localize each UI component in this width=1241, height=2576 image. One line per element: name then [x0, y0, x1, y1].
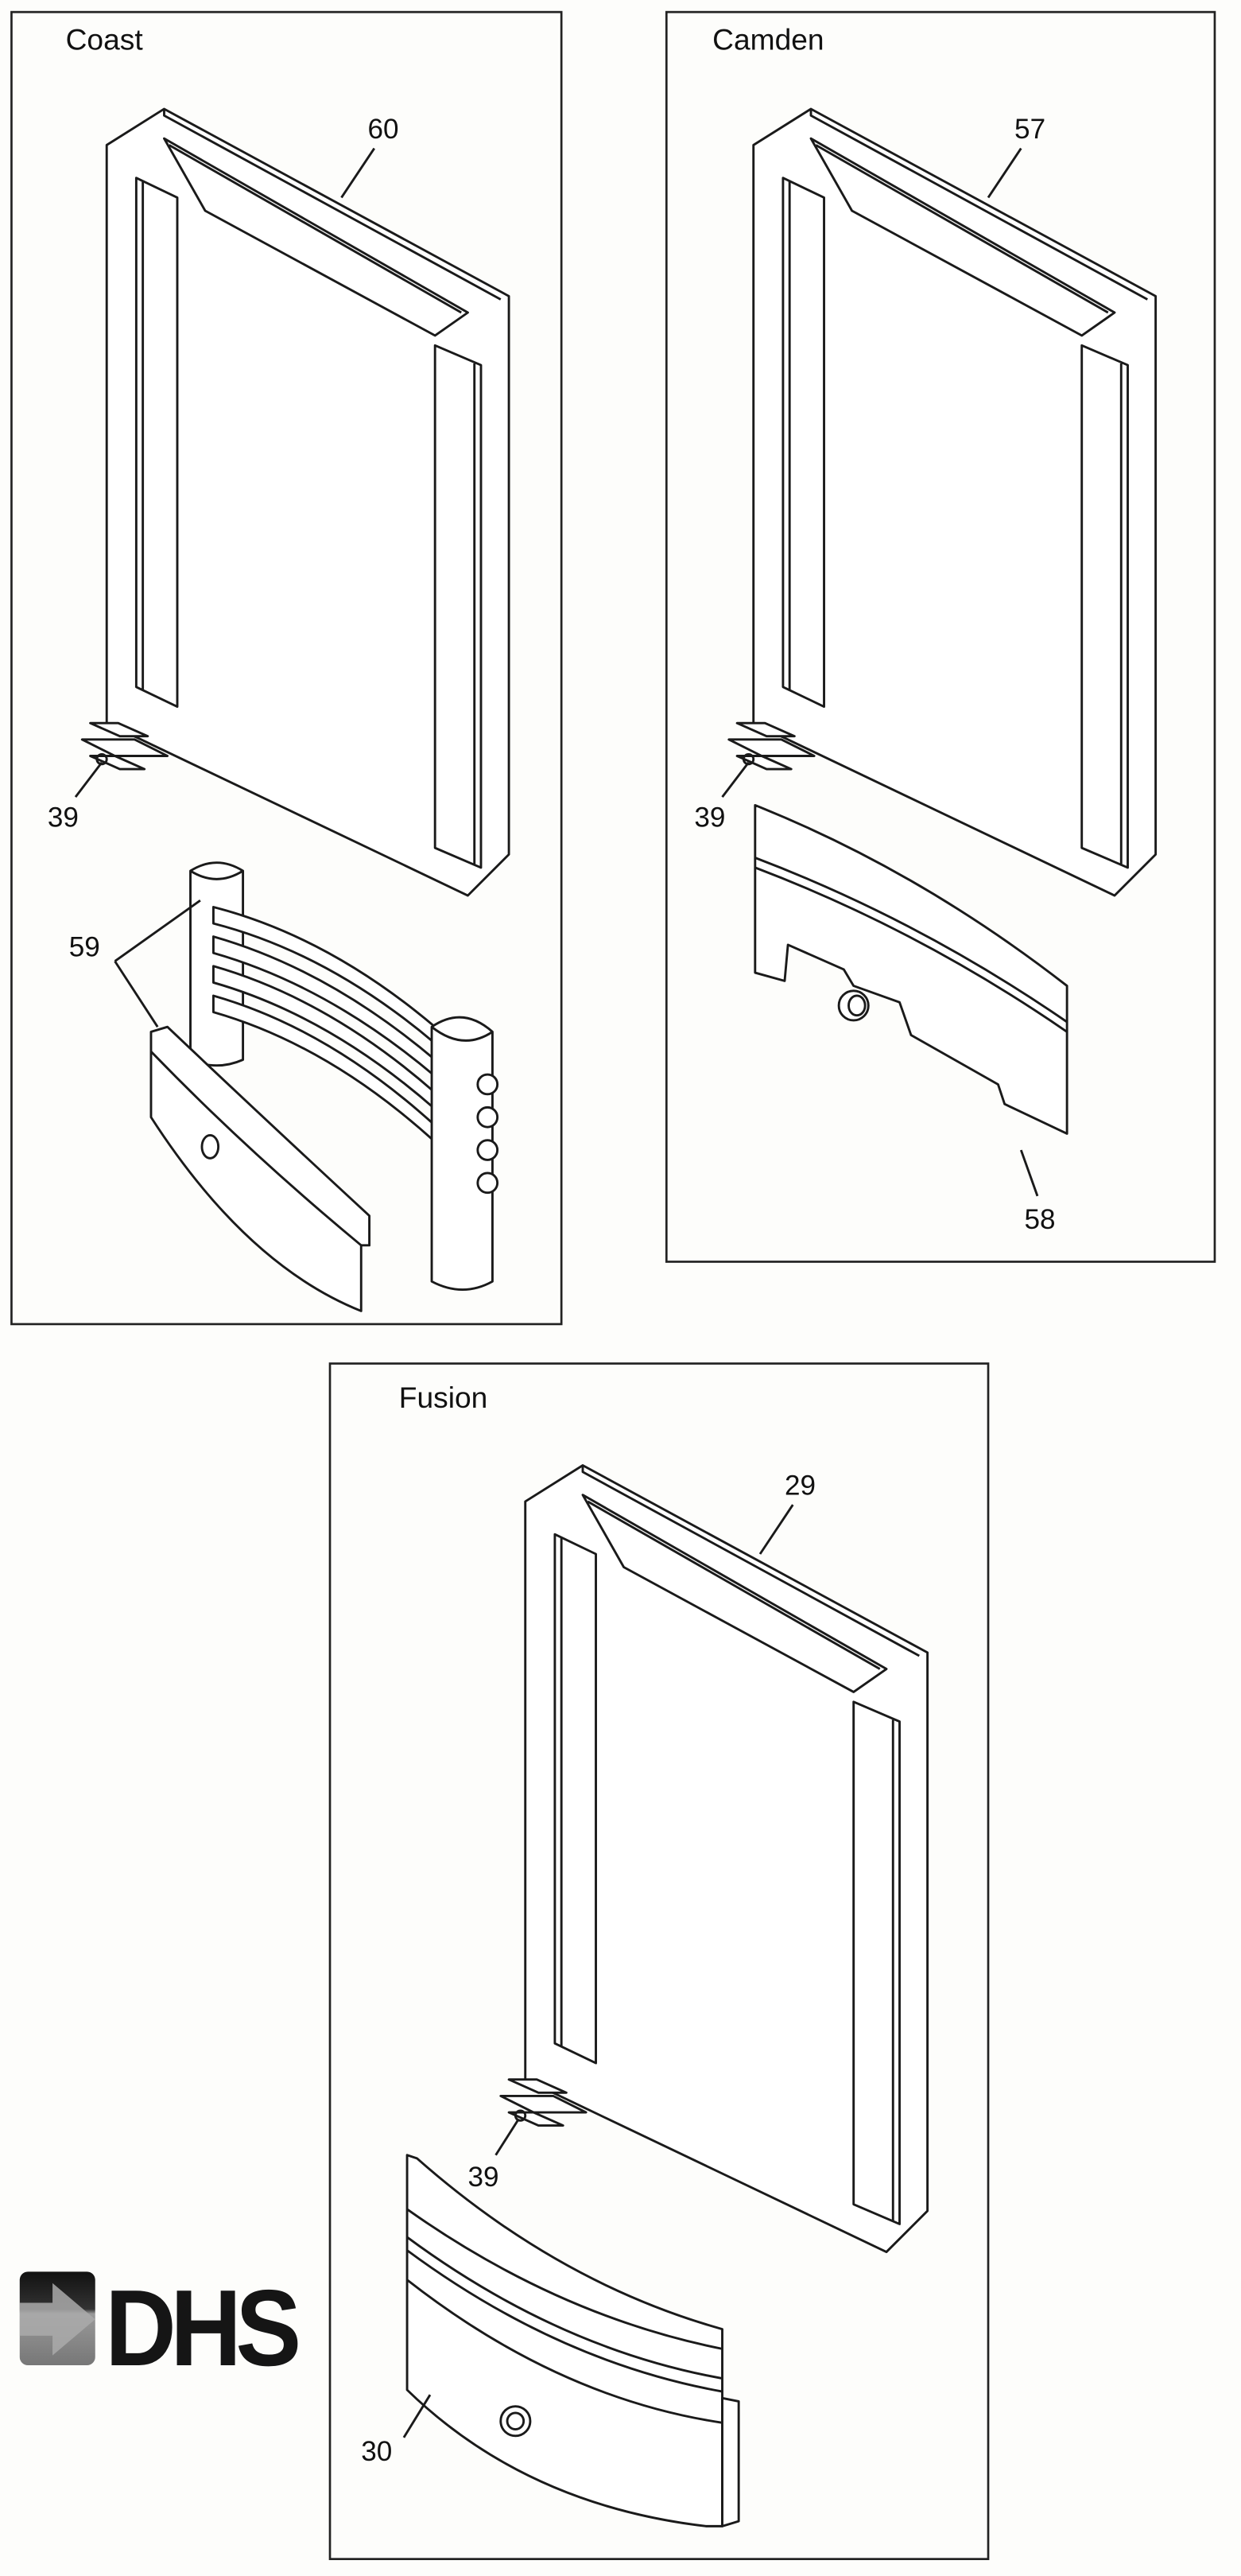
camden-frame-part-number: 57: [1014, 114, 1045, 145]
coast-frame-part-number: 60: [368, 114, 399, 145]
coast-clips-part-number: 39: [48, 802, 79, 833]
fusion-frame-part: [524, 1464, 929, 2253]
camden-clips-part-number: 39: [694, 802, 725, 833]
fusion-panel: Fusion 29 39 30: [328, 1362, 990, 2561]
coast-grate-part: [149, 861, 499, 1312]
coast-panel-border: [10, 10, 563, 1326]
camden-fret-part-number: 58: [1024, 1204, 1055, 1235]
camden-panel: Camden 57 39 58: [665, 10, 1216, 1263]
camden-title: Camden: [712, 23, 824, 56]
fusion-clips-part-number: 39: [467, 2162, 498, 2193]
fusion-panel-border: [328, 1362, 990, 2561]
camden-frame-part: [752, 107, 1158, 897]
logo-text: DHS: [105, 2267, 298, 2388]
fusion-title: Fusion: [399, 1381, 488, 1414]
fusion-frame-part-number: 29: [785, 1471, 816, 1502]
camden-fret-part: [754, 803, 1068, 1135]
coast-grate-part-number: 59: [69, 931, 100, 962]
coast-title: Coast: [66, 23, 144, 56]
coast-panel: Coast 60 39 59: [10, 10, 563, 1326]
fusion-fret-part: [405, 2154, 740, 2527]
fusion-fret-part-number: 30: [361, 2436, 392, 2467]
camden-panel-border: [665, 10, 1216, 1263]
dhs-logo: DHS: [19, 2267, 304, 2388]
coast-frame-part: [105, 107, 510, 897]
